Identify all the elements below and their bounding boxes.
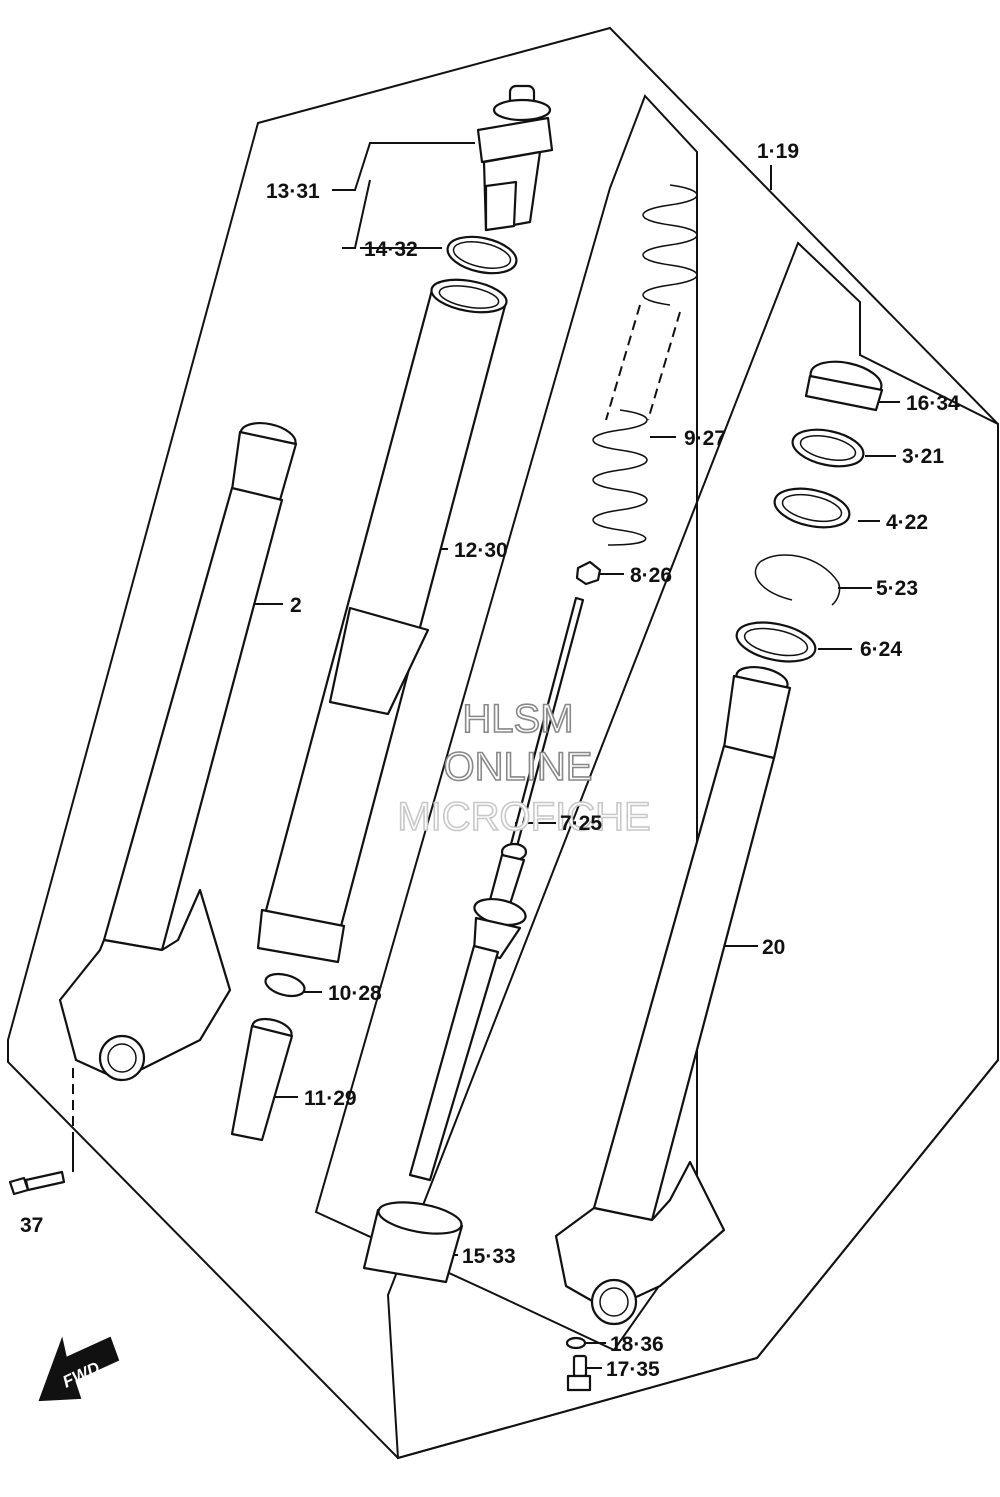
fork-spring-part (592, 184, 698, 546)
fwd-direction-badge: FWD (38, 1336, 120, 1402)
callout-8-26: 8·26 (630, 564, 672, 587)
o-ring-part (446, 235, 518, 275)
damper-rod-part (488, 596, 585, 906)
callout-37: 37 (20, 1214, 43, 1237)
drain-bolt-part (566, 1354, 592, 1392)
damper-cartridge-part (408, 897, 527, 1182)
callout-1-19: 1·19 (757, 140, 799, 163)
collar-part (362, 1201, 464, 1284)
callout-17-35: 17·35 (606, 1358, 660, 1381)
left-inner-tube-part (58, 422, 298, 1082)
cap-bolt-part (476, 84, 554, 232)
lock-nut-part (575, 560, 602, 586)
outer-tube-part (256, 278, 508, 964)
pinch-bolt-part (8, 1170, 66, 1196)
callout-5-23: 5·23 (876, 577, 918, 600)
watermark: HLSM ONLINE MICROFICHE (397, 696, 652, 840)
callout-11-29: 11·29 (304, 1087, 357, 1110)
callout-4-22: 4·22 (886, 511, 928, 534)
callout-13-31: 13·31 (266, 180, 320, 203)
right-tube-outline (386, 241, 999, 1460)
callout-15-33: 15·33 (462, 1245, 516, 1268)
callout-9-27: 9·27 (684, 427, 726, 450)
seal-stack-part (735, 360, 884, 663)
inner-group-outline (314, 94, 698, 1352)
callout-2: 2 (290, 594, 302, 617)
callout-18-36: 18·36 (610, 1333, 664, 1356)
callout-labels: 1·19 2 3·21 4·22 5·23 6·24 7·25 8·26 9·2… (20, 140, 960, 1381)
right-inner-tube-part (554, 665, 792, 1326)
callout-12-30: 12·30 (454, 539, 508, 562)
washer-part (565, 1336, 587, 1350)
watermark-line-1: HLSM (462, 697, 573, 741)
watermark-line-2: ONLINE (444, 745, 593, 789)
callout-10-28: 10·28 (328, 982, 382, 1005)
callout-3-21: 3·21 (902, 445, 944, 468)
callout-16-34: 16·34 (906, 392, 960, 415)
callout-20: 20 (762, 936, 785, 959)
callout-7-25: 7·25 (560, 812, 602, 835)
seal-spacer-part (264, 972, 306, 998)
callout-14-32: 14·32 (364, 238, 418, 261)
callout-6-24: 6·24 (860, 638, 902, 661)
watermark-line-3: MICROFICHE (397, 795, 650, 839)
lower-slide-part (230, 1017, 294, 1142)
